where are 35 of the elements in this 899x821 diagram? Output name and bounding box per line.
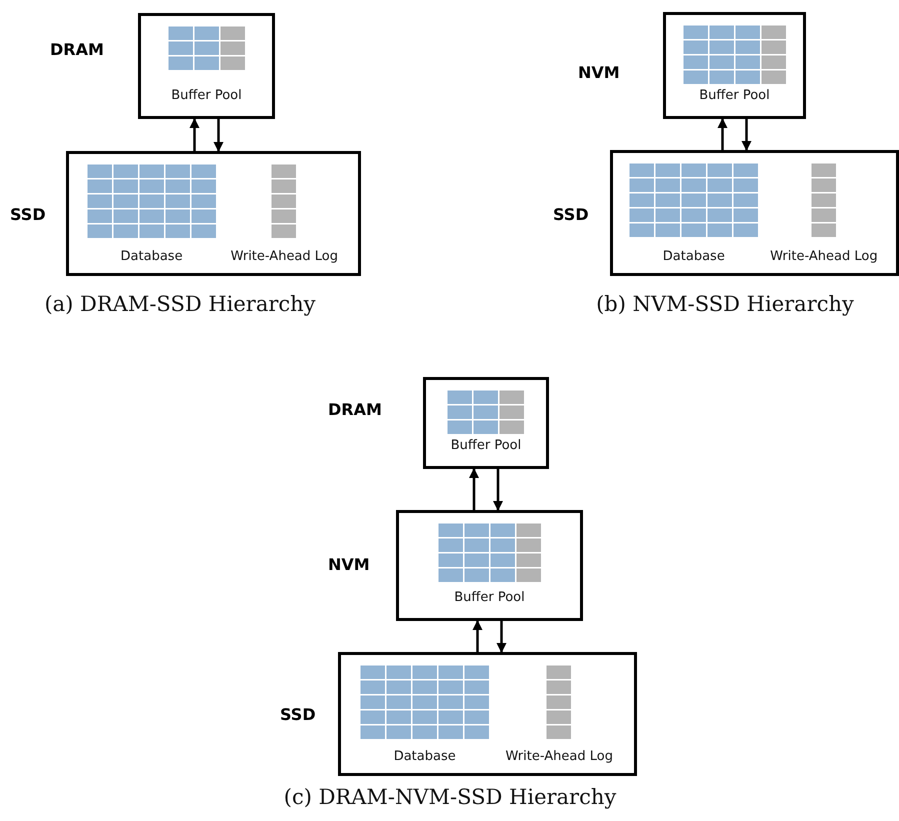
box-label: Buffer Pool	[450, 438, 522, 453]
box-label: Write-Ahead Log	[770, 249, 878, 264]
tier-label: SSD	[10, 205, 46, 224]
arrow	[496, 621, 506, 653]
memory-box	[663, 12, 806, 119]
arrow	[469, 468, 479, 510]
tier-label: SSD	[280, 705, 316, 724]
tier-label: NVM	[328, 555, 370, 574]
box-label: Database	[394, 749, 456, 764]
box-label: Database	[662, 249, 725, 264]
tier-label: DRAM	[50, 40, 104, 59]
box-label: Buffer Pool	[454, 590, 525, 605]
box-label: Write-Ahead Log	[506, 749, 613, 764]
box-label: Database	[120, 249, 183, 264]
arrow	[718, 118, 728, 150]
figure-caption: (a) DRAM-SSD Hierarchy	[44, 292, 316, 316]
memory-box	[423, 377, 549, 469]
memory-box	[396, 510, 583, 621]
box-label: Write-Ahead Log	[230, 249, 338, 264]
arrow	[493, 469, 503, 511]
tier-label: NVM	[578, 63, 620, 82]
box-label: Buffer Pool	[699, 88, 770, 103]
figure-caption: (c) DRAM-NVM-SSD Hierarchy	[284, 785, 616, 809]
memory-box	[338, 652, 637, 776]
memory-box	[66, 151, 361, 276]
arrow	[190, 118, 200, 151]
arrow	[472, 620, 482, 652]
figure-caption: (b) NVM-SSD Hierarchy	[596, 292, 854, 316]
arrow	[742, 119, 752, 151]
tier-label: SSD	[553, 205, 589, 224]
box-label: Buffer Pool	[171, 88, 242, 103]
arrow	[214, 119, 224, 152]
memory-box	[138, 13, 275, 119]
memory-box	[610, 150, 899, 276]
tier-label: DRAM	[328, 400, 382, 419]
